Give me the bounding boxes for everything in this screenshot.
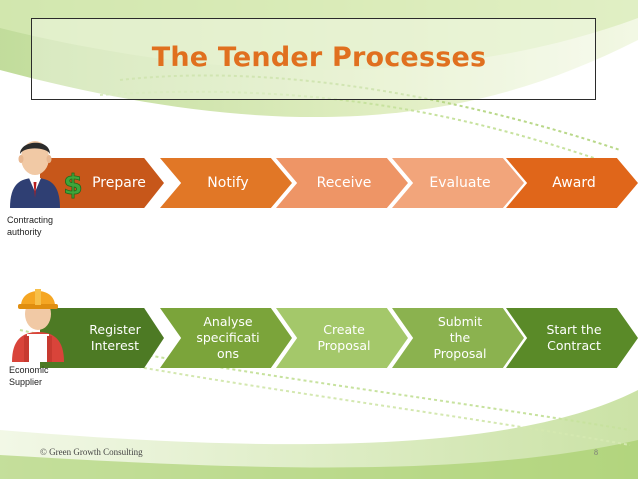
step-label: Evaluate — [429, 175, 491, 191]
step-prepare: Prepare — [40, 158, 164, 208]
manager-avatar-icon — [10, 141, 60, 208]
step-label: Prepare — [92, 175, 146, 191]
step-award: Award — [506, 158, 638, 208]
step-evaluate: Evaluate — [392, 158, 524, 208]
svg-text:$: $ — [63, 168, 82, 200]
slide-title: The Tender Processes — [151, 42, 487, 73]
step-label: Submit the Proposal — [433, 314, 487, 361]
step-create-proposal: Create Proposal — [276, 308, 408, 368]
step-receive: Receive — [276, 158, 408, 208]
step-label: Register Interest — [89, 322, 141, 353]
page-number: 8 — [594, 448, 598, 457]
footer-copyright: © Green Growth Consulting — [40, 447, 143, 457]
step-notify: Notify — [160, 158, 292, 208]
worker-avatar-icon — [12, 289, 64, 362]
title-box — [31, 18, 596, 100]
step-label: Analyse specificati ons — [196, 314, 260, 361]
contracting-authority-label: Contracting authority — [7, 215, 54, 237]
step-start-contract: Start the Contract — [506, 308, 638, 368]
economic-supplier-label: Economic Supplier — [9, 365, 49, 387]
step-label: Receive — [316, 175, 372, 191]
step-label: Start the Contract — [546, 322, 602, 353]
step-analyse-specifications: Analyse specificati ons — [160, 308, 292, 368]
step-label: Notify — [207, 175, 249, 191]
step-label: Create Proposal — [317, 322, 371, 353]
dollar-icon: $ — [63, 168, 83, 200]
step-label: Award — [552, 175, 596, 191]
step-submit-proposal: Submit the Proposal — [392, 308, 524, 368]
